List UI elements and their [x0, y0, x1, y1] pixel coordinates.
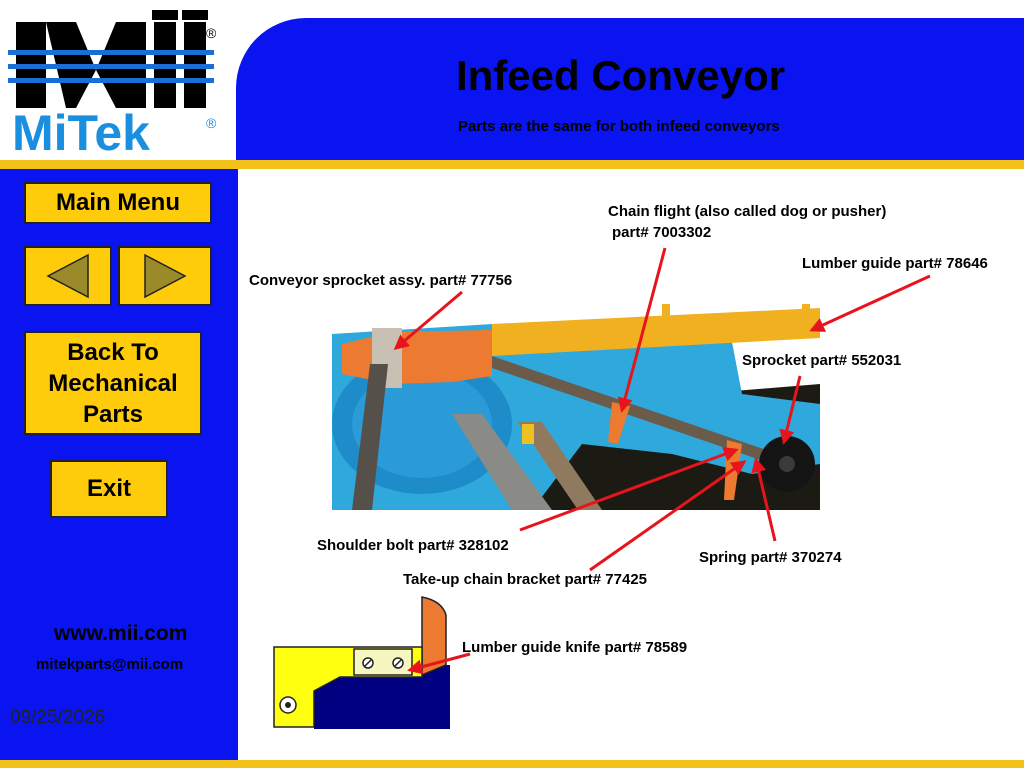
- date-stamp: 09/25/2026: [10, 707, 106, 728]
- arrow-lumber-guide: [809, 274, 931, 332]
- chain-flight-part-label: part# 7003302: [612, 224, 712, 241]
- shoulder-bolt-label: Shoulder bolt part# 328102: [317, 537, 509, 554]
- sprocket-label: Sprocket part# 552031: [742, 352, 902, 369]
- footer-divider: [0, 760, 1024, 768]
- knife-label: Lumber guide knife part# 78589: [462, 639, 688, 656]
- page-title: Infeed Conveyor: [456, 52, 786, 99]
- next-button[interactable]: [118, 246, 212, 306]
- mitek-logo: ® MiTek ®: [8, 10, 217, 158]
- main-menu-button[interactable]: Main Menu: [24, 182, 212, 224]
- header-banner: [236, 18, 1024, 162]
- svg-text:®: ®: [206, 115, 217, 131]
- triangle-left-icon: [46, 253, 89, 299]
- conveyor-photo: [332, 304, 820, 510]
- sprocket-assy-label: Conveyor sprocket assy. part# 77756: [249, 272, 513, 289]
- previous-button[interactable]: [24, 246, 112, 306]
- lumber-guide-label: Lumber guide part# 78646: [802, 255, 988, 272]
- website-link[interactable]: www.mii.com: [54, 622, 188, 645]
- exit-button[interactable]: Exit: [50, 460, 168, 518]
- svg-text:®: ®: [206, 25, 217, 41]
- takeup-bracket-label: Take-up chain bracket part# 77425: [403, 571, 647, 588]
- chain-flight-label: Chain flight (also called dog or pusher): [608, 203, 887, 220]
- spring-label: Spring part# 370274: [699, 549, 842, 566]
- email-link[interactable]: mitekparts@mii.com: [36, 656, 184, 673]
- lumber-guide-knife-diagram: [273, 596, 450, 729]
- logo-wordmark: MiTek: [12, 105, 150, 158]
- back-button-line1: Back To: [67, 338, 159, 366]
- back-to-mechanical-parts-button[interactable]: Back To Mechanical Parts: [24, 331, 202, 435]
- header-divider: [0, 160, 1024, 169]
- back-button-line2: Mechanical: [48, 369, 178, 397]
- page-subtitle: Parts are the same for both infeed conve…: [458, 118, 780, 135]
- back-button-line3: Parts: [82, 400, 144, 428]
- triangle-right-icon: [144, 253, 187, 299]
